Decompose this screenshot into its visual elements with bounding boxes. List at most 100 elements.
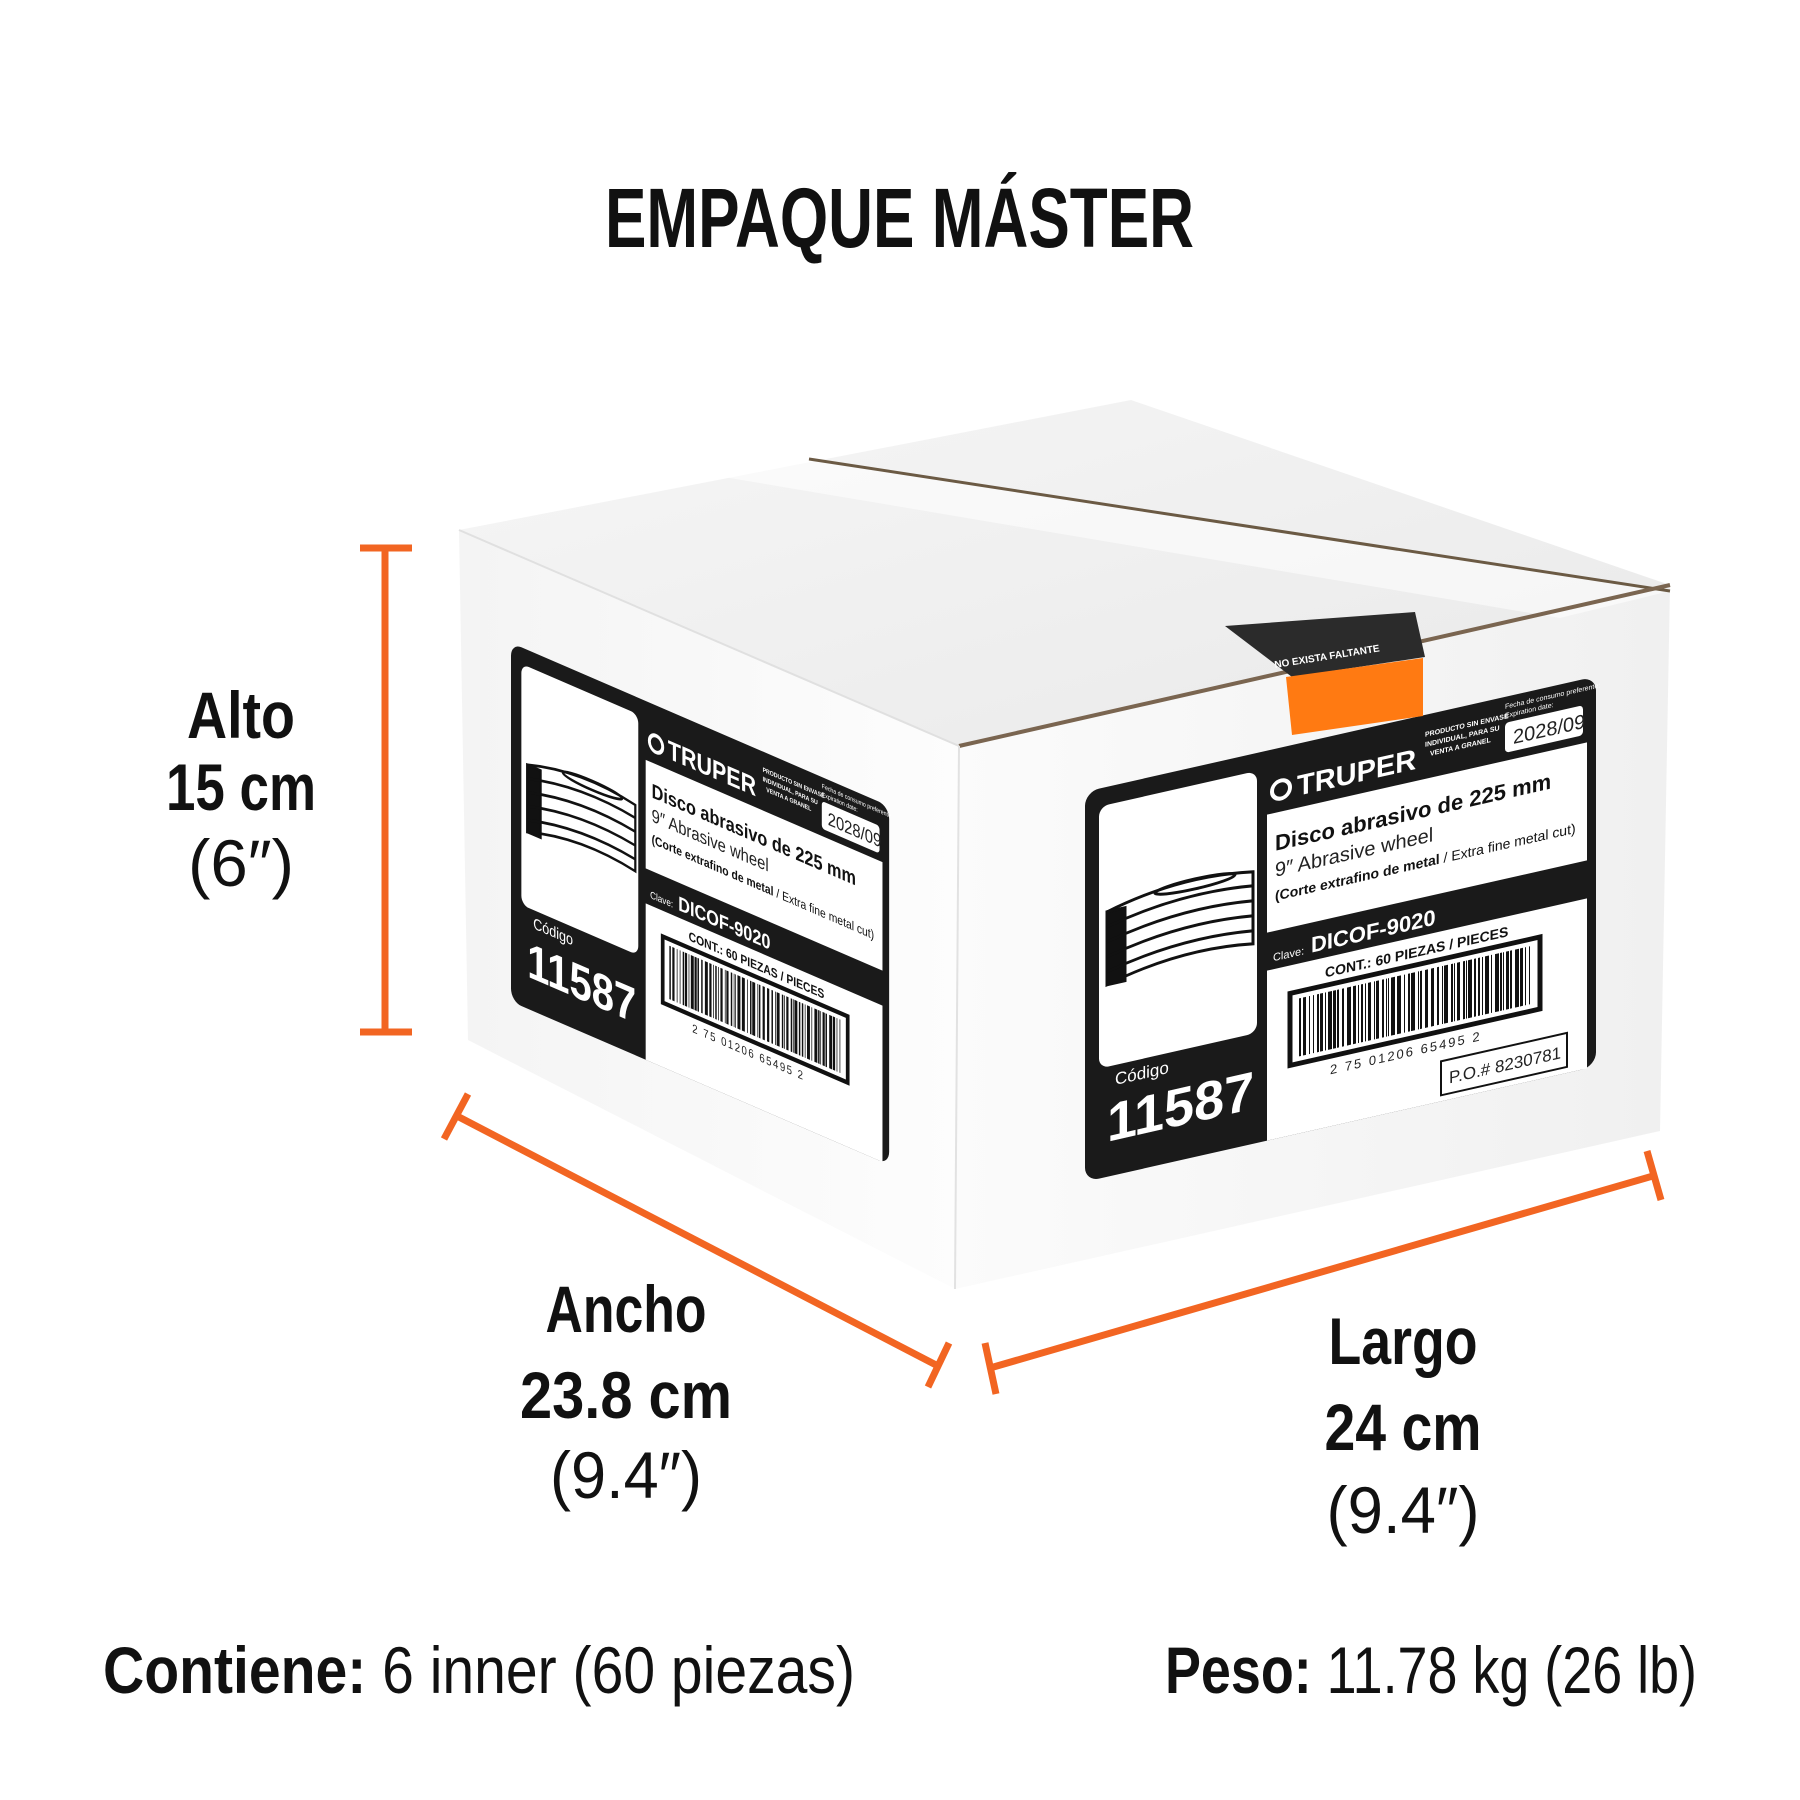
barcode-bar	[1320, 993, 1323, 1052]
barcode-bar	[1418, 971, 1419, 1030]
barcode-bar	[1474, 958, 1476, 1017]
barcode-bar	[1485, 955, 1489, 1015]
barcode-bar	[1515, 948, 1519, 1008]
barcode-bar	[1442, 965, 1443, 1025]
barcode-bar	[1325, 992, 1326, 1051]
barcode-bar	[724, 969, 726, 1024]
height-dimension-line	[360, 544, 412, 1036]
barcode-bar	[1411, 972, 1415, 1032]
barcode-bar	[784, 995, 785, 1049]
barcode-bar	[752, 981, 756, 1037]
security-seal: NO EXISTA FALTANTE	[1225, 612, 1425, 735]
barcode-bar	[825, 1013, 827, 1068]
barcode-bar	[676, 948, 678, 1003]
barcode-bar	[1365, 983, 1366, 1042]
barcode-bar	[832, 1016, 836, 1071]
height-label: Alto	[187, 678, 295, 752]
width-dimension-line	[440, 1092, 953, 1389]
barcode-bar	[1313, 995, 1314, 1054]
length-label: Largo	[1329, 1304, 1478, 1378]
length-imperial: (9.4″)	[1327, 1473, 1480, 1547]
barcode-bar	[1525, 947, 1526, 1006]
barcode-bar	[1482, 956, 1483, 1016]
barcode-bar	[771, 989, 773, 1044]
barcode-bar	[1500, 952, 1502, 1012]
barcode-bar	[694, 956, 697, 1011]
barcode-bar	[741, 977, 745, 1032]
barcode-bar	[715, 965, 717, 1020]
barcode-bar	[709, 963, 712, 1018]
barcode-bar	[786, 996, 789, 1051]
barcode-bar	[1333, 990, 1336, 1049]
width-dimension: Ancho 23.8 cm (9.4″)	[520, 1272, 732, 1512]
page-title: EMPAQUE MÁSTER	[605, 171, 1194, 265]
barcode-bar	[798, 1001, 801, 1056]
barcode-bar	[776, 992, 780, 1047]
barcode-bar	[690, 955, 694, 1010]
barcode-bar	[1386, 978, 1387, 1037]
barcode-bar	[701, 959, 703, 1014]
barcode-bar	[1529, 946, 1530, 1005]
width-label: Ancho	[546, 1272, 707, 1346]
barcode-bar	[794, 999, 798, 1055]
barcode-bar	[1506, 950, 1509, 1010]
barcode-bar	[1437, 966, 1439, 1026]
barcode-bar	[804, 1004, 806, 1058]
barcode-bar	[1303, 996, 1306, 1056]
barcode-bar	[688, 954, 690, 1008]
barcode-bar	[1491, 954, 1492, 1014]
barcode-bar	[757, 983, 759, 1038]
barcode-bar	[672, 947, 675, 1002]
contents-info: Contiene: 6 inner (60 piezas)	[103, 1633, 855, 1707]
barcode-bar	[697, 957, 699, 1012]
barcode-bar	[790, 998, 793, 1053]
barcode-bar	[1374, 981, 1375, 1040]
barcode-bar	[839, 1019, 841, 1073]
barcode-bar	[682, 951, 685, 1006]
barcode-bar	[814, 1008, 818, 1064]
barcode-bar	[1478, 957, 1480, 1016]
flap-seam	[808, 457, 1671, 593]
barcode-bar	[1347, 986, 1351, 1046]
barcode-bar	[1358, 984, 1359, 1044]
barcode-bar	[713, 964, 714, 1019]
barcode-bar	[1466, 960, 1467, 1019]
barcode-bar	[1495, 953, 1499, 1013]
box-label-side: Código 11587 TRUPER PRODUCTO SIN ENVASE …	[511, 646, 893, 1163]
barcode-bar	[1361, 983, 1363, 1043]
barcode-bar	[737, 975, 741, 1030]
barcode-bar	[1454, 963, 1455, 1022]
barcode-bar	[829, 1014, 833, 1070]
weight-info: Peso: 11.78 kg (26 lb)	[1165, 1633, 1697, 1707]
barcode-bar	[762, 986, 765, 1041]
barcode-bar	[1388, 978, 1389, 1037]
barcode-bar	[1408, 973, 1410, 1032]
barcode-bar	[1309, 995, 1310, 1055]
barcode-bar	[807, 1005, 810, 1060]
barcode-bar	[836, 1018, 838, 1072]
length-metric: 24 cm	[1325, 1390, 1482, 1464]
disc-stack-icon	[526, 762, 637, 874]
barcode-bar	[1520, 947, 1523, 1007]
barcode-bar	[684, 952, 688, 1007]
height-imperial: (6″)	[188, 826, 294, 900]
barcode-bar	[747, 979, 748, 1034]
barcode-bar	[1391, 976, 1395, 1036]
barcode-bar	[1382, 979, 1384, 1038]
width-imperial: (9.4″)	[550, 1438, 702, 1512]
barcode-bar	[733, 973, 735, 1028]
disc-stack-icon	[1105, 870, 1255, 988]
barcode-bar	[1299, 997, 1301, 1057]
barcode-bar	[1468, 959, 1472, 1019]
label-content: Código 11587 TRUPER PRODUCTO SIN ENVASE …	[1085, 679, 1600, 1179]
label-content-side: Código 11587 TRUPER PRODUCTO SIN ENVASE …	[511, 646, 893, 1163]
height-metric: 15 cm	[166, 750, 316, 824]
barcode-bar	[750, 980, 752, 1035]
barcode-bar	[726, 970, 729, 1025]
barcode-bar	[1444, 964, 1448, 1024]
barcode	[1299, 946, 1530, 1057]
barcode-bar	[758, 984, 761, 1039]
barcode-bar	[818, 1010, 820, 1065]
barcode-bar	[1353, 985, 1356, 1045]
barcode-bar	[767, 987, 770, 1043]
